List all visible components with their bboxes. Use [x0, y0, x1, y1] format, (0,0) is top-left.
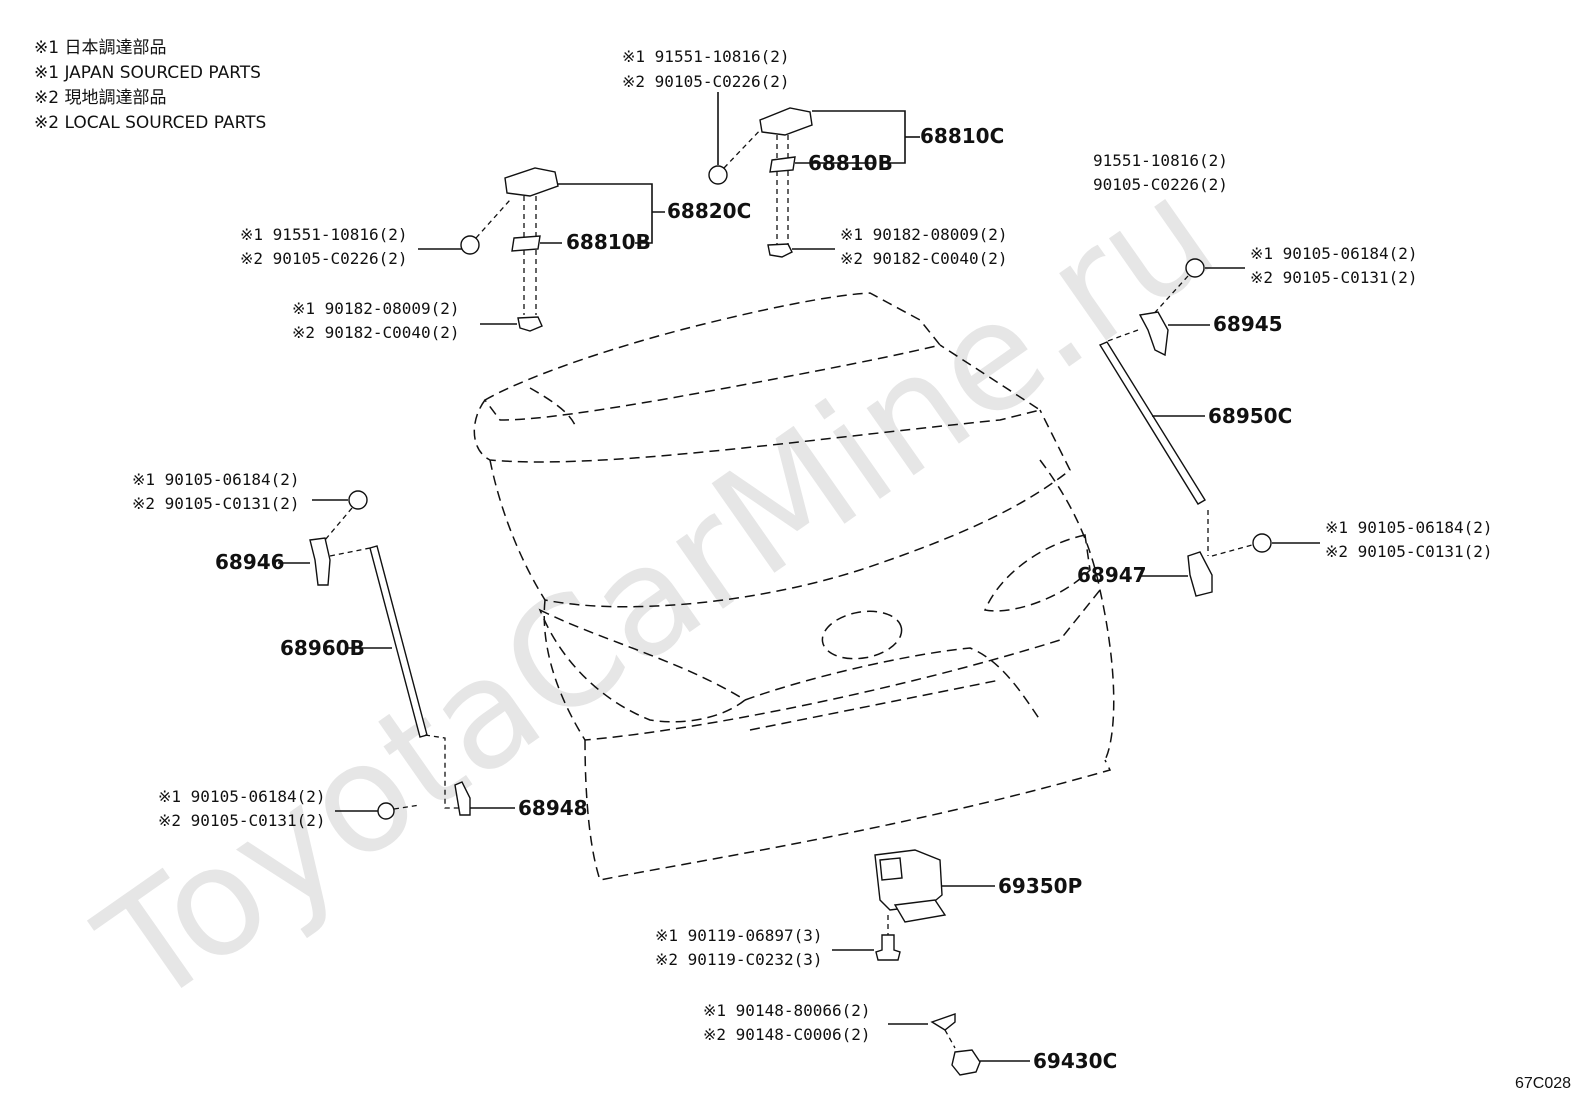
label-top-mid-2: ※2 90105-C0226(2): [622, 72, 790, 91]
part-68950c: 68950C: [1208, 404, 1292, 428]
part-69350p: 69350P: [998, 874, 1082, 898]
label-left-nut-1: ※1 90182-08009(2): [292, 299, 460, 318]
bracket-68948-icon: [454, 781, 471, 816]
label-l-bolt-low-1: ※1 90105-06184(2): [158, 787, 326, 806]
label-r-bolt-low-2: ※2 90105-C0131(2): [1325, 542, 1493, 561]
nut-icon: [517, 316, 543, 332]
gas-strut-68950c-icon: [1098, 341, 1206, 505]
part-68960b: 68960B: [280, 636, 365, 660]
bracket-68947-icon: [1187, 551, 1213, 597]
part-68948: 68948: [518, 796, 588, 820]
label-r-bolt-top-1: ※1 90105-06184(2): [1250, 244, 1418, 263]
bolt-icon: [377, 802, 395, 820]
bolt-icon: [1185, 258, 1205, 278]
label-r-bolt-top-2: ※2 90105-C0131(2): [1250, 268, 1418, 287]
diagram-code: 67C028: [1515, 1075, 1571, 1092]
nut-icon: [767, 243, 793, 258]
bolt-icon: [348, 490, 368, 510]
part-68945: 68945: [1213, 312, 1283, 336]
label-left-bolt-2: ※2 90105-C0226(2): [240, 249, 408, 268]
part-68946: 68946: [215, 550, 285, 574]
label-handle-screw-1: ※1 90148-80066(2): [703, 1001, 871, 1020]
label-l-bolt-top-1: ※1 90105-06184(2): [132, 470, 300, 489]
bolt-icon: [1252, 533, 1272, 553]
plate-68810b-icon: [511, 235, 541, 252]
part-68820c: 68820C: [667, 199, 751, 223]
label-lock-bolt-1: ※1 90119-06897(3): [655, 926, 823, 945]
label-right-nut-2: ※2 90182-C0040(2): [840, 249, 1008, 268]
label-lock-bolt-2: ※2 90119-C0232(3): [655, 950, 823, 969]
plate-68810b-icon: [769, 156, 796, 173]
bolt-icon: [875, 934, 901, 961]
bracket-68820c-icon: [504, 167, 559, 197]
legend-line-2: ※1 JAPAN SOURCED PARTS: [34, 63, 261, 83]
part-69430c: 69430C: [1033, 1049, 1117, 1073]
label-left-bolt-1: ※1 91551-10816(2): [240, 225, 408, 244]
part-68810c: 68810C: [920, 124, 1004, 148]
bracket-68810c-icon: [759, 107, 813, 136]
bolt-icon: [708, 165, 728, 185]
legend-line-4: ※2 LOCAL SOURCED PARTS: [34, 113, 267, 133]
label-r-bolt-low-1: ※1 90105-06184(2): [1325, 518, 1493, 537]
label-left-nut-2: ※2 90182-C0040(2): [292, 323, 460, 342]
legend-line-3: ※2 現地調達部品: [34, 88, 167, 108]
label-l-bolt-top-2: ※2 90105-C0131(2): [132, 494, 300, 513]
watermark: ToyotaCarMine.ru: [70, 145, 1244, 1040]
back-door-panel: [473, 292, 1115, 881]
bracket-68945-icon: [1138, 311, 1169, 357]
part-68947: 68947: [1077, 563, 1147, 587]
screw-icon: [930, 1013, 956, 1031]
part-68810b-right: 68810B: [808, 151, 893, 175]
label-l-bolt-low-2: ※2 90105-C0131(2): [158, 811, 326, 830]
part-68810b-left: 68810B: [566, 230, 651, 254]
label-right-plain-2: 90105-C0226(2): [1093, 175, 1228, 194]
handle-69430c-icon: [951, 1049, 981, 1076]
label-top-mid-1: ※1 91551-10816(2): [622, 47, 790, 66]
bracket-68946-icon: [309, 537, 331, 586]
label-handle-screw-2: ※2 90148-C0006(2): [703, 1025, 871, 1044]
legend: ※1 日本調達部品 ※1 JAPAN SOURCED PARTS ※2 現地調達…: [34, 36, 266, 136]
legend-line-1: ※1 日本調達部品: [34, 38, 167, 58]
label-right-nut-1: ※1 90182-08009(2): [840, 225, 1008, 244]
bolt-icon: [460, 235, 480, 255]
label-right-plain-1: 91551-10816(2): [1093, 151, 1228, 170]
